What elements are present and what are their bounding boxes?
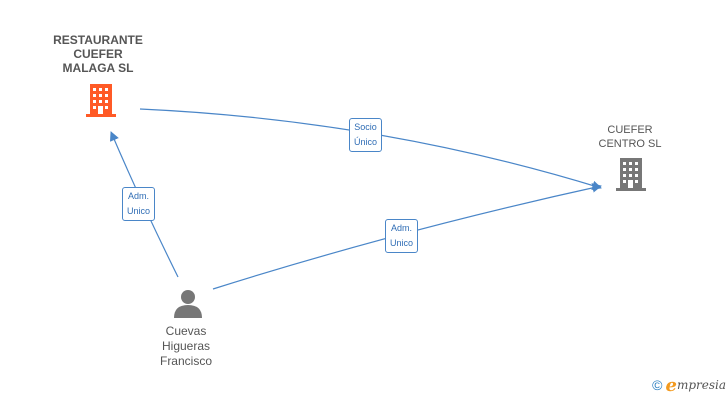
building-icon[interactable] <box>86 84 116 117</box>
edge-label-adm-left[interactable]: Adm. Unico <box>122 187 156 221</box>
building-icon[interactable] <box>616 158 646 191</box>
copyright-symbol: © <box>652 377 663 393</box>
person-icon[interactable] <box>174 290 202 318</box>
company-centro-label[interactable]: CUEFER CENTRO SL <box>598 124 662 150</box>
edge-label-socio-unico[interactable]: Socio Único <box>349 118 383 152</box>
person-label[interactable]: Cuevas Higueras Francisco <box>159 324 212 368</box>
company-restaurante-label[interactable]: RESTAURANTE CUEFER MALAGA SL <box>53 33 143 75</box>
empresia-logo: © e mpresia <box>652 374 726 396</box>
brand-e: e <box>665 374 677 396</box>
edge-label-adm-right[interactable]: Adm. Unico <box>385 219 419 253</box>
brand-name: mpresia <box>676 378 726 392</box>
